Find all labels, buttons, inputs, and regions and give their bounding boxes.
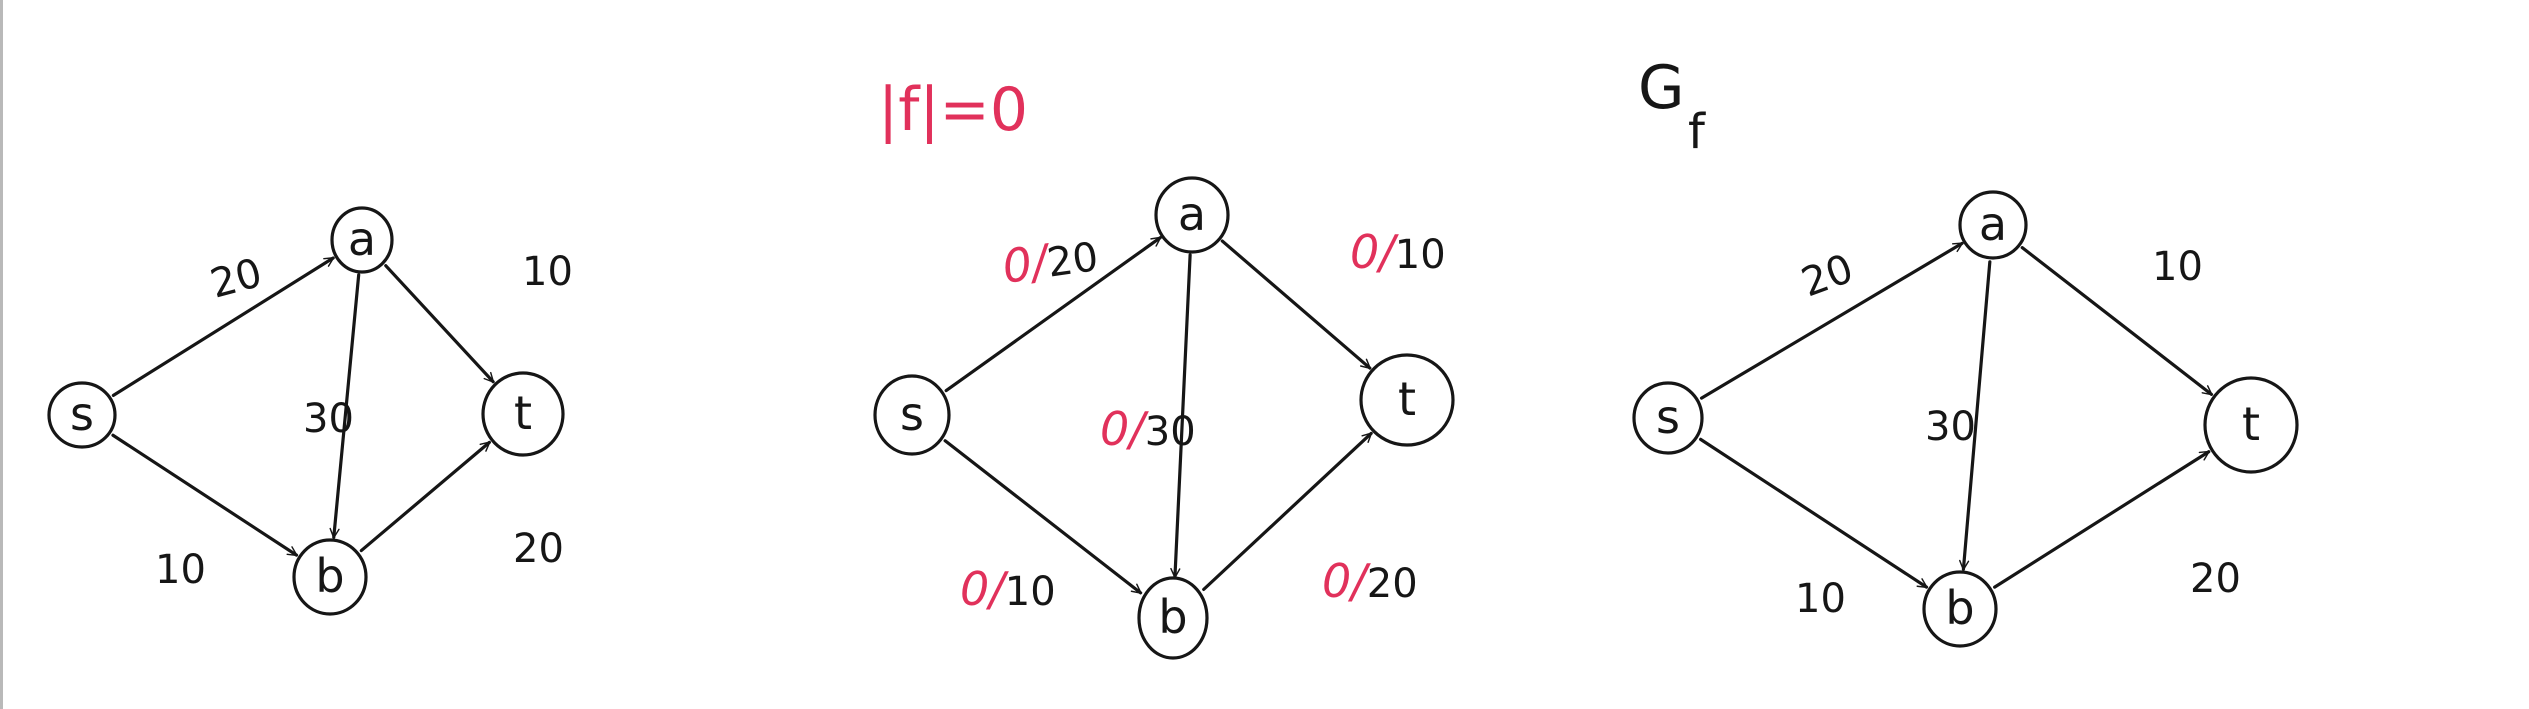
node-b-label: b	[315, 549, 344, 603]
edge-b-t-capacity: 20	[513, 526, 564, 572]
node-s-circle	[47, 381, 117, 449]
edge-b-t-arrow	[1993, 450, 2211, 589]
node-s: s	[47, 381, 117, 449]
edge-a-t-capacity: 10	[1395, 232, 1446, 278]
flow-graph-title: |f|=0	[878, 75, 1028, 145]
node-b-circle	[292, 538, 368, 616]
node-a-label: a	[348, 212, 376, 266]
node-s-circle	[1632, 381, 1704, 455]
node-s-circle	[873, 374, 951, 456]
edge-a-b-capacity: 30	[303, 396, 354, 442]
edge-a-b-arrow	[1959, 260, 1992, 571]
edge-s-a-label: 20	[1796, 246, 1860, 307]
edge-s-a-capacity: 20	[206, 250, 267, 308]
edge-a-b-arrow	[1170, 253, 1192, 579]
node-t-circle	[481, 371, 565, 457]
edge-a-t-capacity: 10	[522, 249, 573, 295]
edge-s-a-arrow	[111, 256, 335, 397]
edge-s-b-capacity: 10	[1795, 576, 1846, 622]
edge-s-b-arrow	[943, 439, 1143, 595]
edge-a-t-label: 10	[522, 249, 573, 295]
node-t-label: t	[2242, 397, 2260, 451]
node-a-circle	[1154, 176, 1230, 254]
node-t-label: t	[1398, 372, 1416, 426]
node-t: t	[1359, 353, 1455, 447]
edge-s-a-arrow	[944, 236, 1162, 393]
node-t-circle	[1359, 353, 1455, 447]
node-b-label: b	[1158, 590, 1187, 644]
edge-a-b-capacity: 30	[1145, 409, 1196, 455]
page-left-border	[0, 0, 3, 709]
edge-s-a-capacity: 20	[1796, 246, 1860, 307]
node-s-label: s	[1656, 390, 1680, 444]
edge-s-b-label: 0/10	[960, 562, 1056, 616]
node-a: a	[330, 206, 394, 274]
node-b-circle	[1922, 570, 1998, 648]
node-a-circle	[1958, 190, 2028, 260]
node-s: s	[873, 374, 951, 456]
edge-b-t-arrow	[359, 440, 491, 553]
edge-b-t-capacity: 20	[1367, 561, 1418, 607]
residual-graph: Gf 20 10 30 10 20 s a b t	[1632, 53, 2299, 648]
edge-s-b-arrow	[111, 433, 299, 557]
edge-a-b-capacity: 30	[1925, 404, 1976, 450]
edge-s-b-capacity: 10	[155, 547, 206, 593]
node-s-label: s	[900, 387, 924, 441]
edge-s-b-capacity: 10	[1005, 569, 1056, 615]
edge-b-t-flow: 0/	[1322, 554, 1371, 608]
edge-b-t-label: 20	[2190, 556, 2241, 602]
edge-s-a-arrow	[1699, 241, 1964, 400]
node-b: b	[292, 538, 368, 616]
node-t-label: t	[514, 386, 532, 440]
edge-a-t-capacity: 10	[2152, 244, 2203, 290]
edge-a-b-label: 30	[1925, 404, 1976, 450]
edge-s-b-label: 10	[1795, 576, 1846, 622]
node-a: a	[1958, 190, 2028, 260]
edge-a-t-arrow	[384, 264, 495, 384]
edge-a-b-arrow	[329, 273, 361, 539]
edge-a-b-label: 0/30	[1100, 402, 1196, 456]
edge-s-b-label: 10	[155, 547, 206, 593]
node-a-label: a	[1979, 197, 2007, 251]
edge-a-t-arrow	[2020, 246, 2214, 396]
edge-a-b-flow: 0/	[1100, 402, 1149, 456]
edge-b-t-capacity: 20	[2190, 556, 2241, 602]
edge-b-t-arrow	[1202, 431, 1373, 591]
edge-a-t-label: 0/10	[1350, 225, 1446, 279]
edge-s-b-arrow	[1699, 437, 1929, 589]
node-a: a	[1154, 176, 1230, 254]
node-t-circle	[2203, 376, 2299, 474]
node-s-label: s	[70, 387, 94, 441]
node-b-circle	[1137, 576, 1209, 660]
node-a-label: a	[1178, 187, 1206, 241]
node-s: s	[1632, 381, 1704, 455]
edge-b-t-label: 0/20	[1322, 554, 1418, 608]
edge-a-t-arrow	[1220, 239, 1372, 370]
edge-s-a-label: 0/20	[999, 227, 1101, 294]
edge-s-a-label: 20	[206, 250, 267, 308]
node-t: t	[2203, 376, 2299, 474]
node-t: t	[481, 371, 565, 457]
edge-a-t-flow: 0/	[1350, 225, 1399, 279]
node-b: b	[1137, 576, 1209, 660]
edge-a-b-label: 30	[303, 396, 354, 442]
edge-s-a-capacity: 20	[1044, 234, 1101, 287]
node-b-label: b	[1945, 581, 1974, 635]
node-b: b	[1922, 570, 1998, 648]
edge-a-t-label: 10	[2152, 244, 2203, 290]
edge-s-b-flow: 0/	[960, 562, 1009, 616]
residual-graph-title: G	[1638, 53, 1685, 123]
residual-graph-title-subscript: f	[1688, 104, 1706, 160]
edge-b-t-label: 20	[513, 526, 564, 572]
node-a-circle	[330, 206, 394, 274]
original-graph: 20 10 30 10 20 s a b t	[47, 206, 573, 616]
